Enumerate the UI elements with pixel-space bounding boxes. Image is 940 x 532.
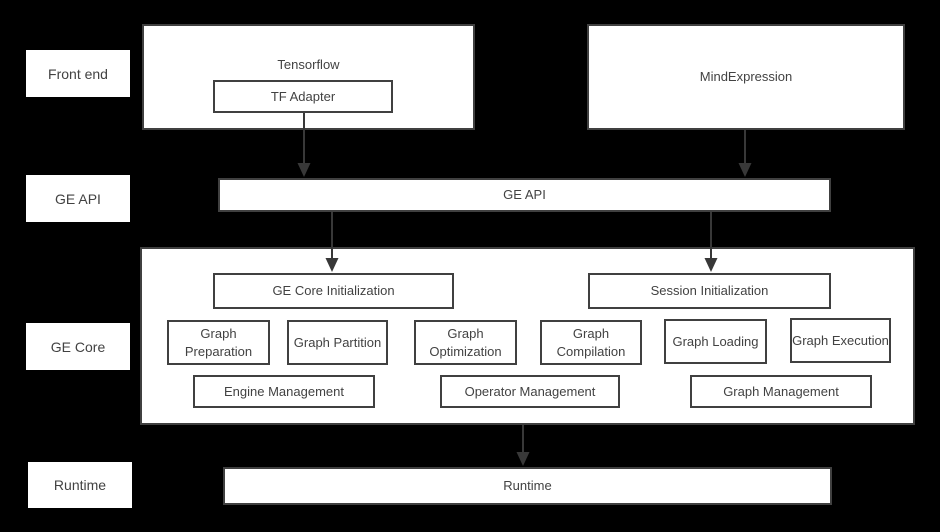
tf-adapter-box: TF Adapter [213,80,393,113]
arrow-mindexpression-to-ge-api [738,130,752,177]
module-box-graph-partition: Graph Partition [287,320,388,365]
management-box-operator: Operator Management [440,375,620,408]
ge-api-bar: GE API [218,178,831,212]
arrow-ge-core-to-runtime [516,425,530,466]
mindexpression-box: MindExpression [587,24,905,130]
module-box-graph-preparation: Graph Preparation [167,320,270,365]
layer-label-ge-core: GE Core [26,323,130,370]
module-box-graph-compilation: Graph Compilation [540,320,642,365]
management-box-graph: Graph Management [690,375,872,408]
layer-label-ge-api: GE API [26,175,130,222]
session-initialization-box: Session Initialization [588,273,831,309]
module-box-graph-execution: Graph Execution [790,318,891,363]
management-box-engine: Engine Management [193,375,375,408]
runtime-bar: Runtime [223,467,832,505]
tensorflow-title: Tensorflow [277,57,340,72]
layer-label-runtime: Runtime [28,462,132,508]
layer-label-front-end: Front end [26,50,130,97]
ge-core-initialization-box: GE Core Initialization [213,273,454,309]
module-box-graph-loading: Graph Loading [664,319,767,364]
tensorflow-box: Tensorflow TF Adapter [142,24,475,130]
module-box-graph-optimization: Graph Optimization [414,320,517,365]
